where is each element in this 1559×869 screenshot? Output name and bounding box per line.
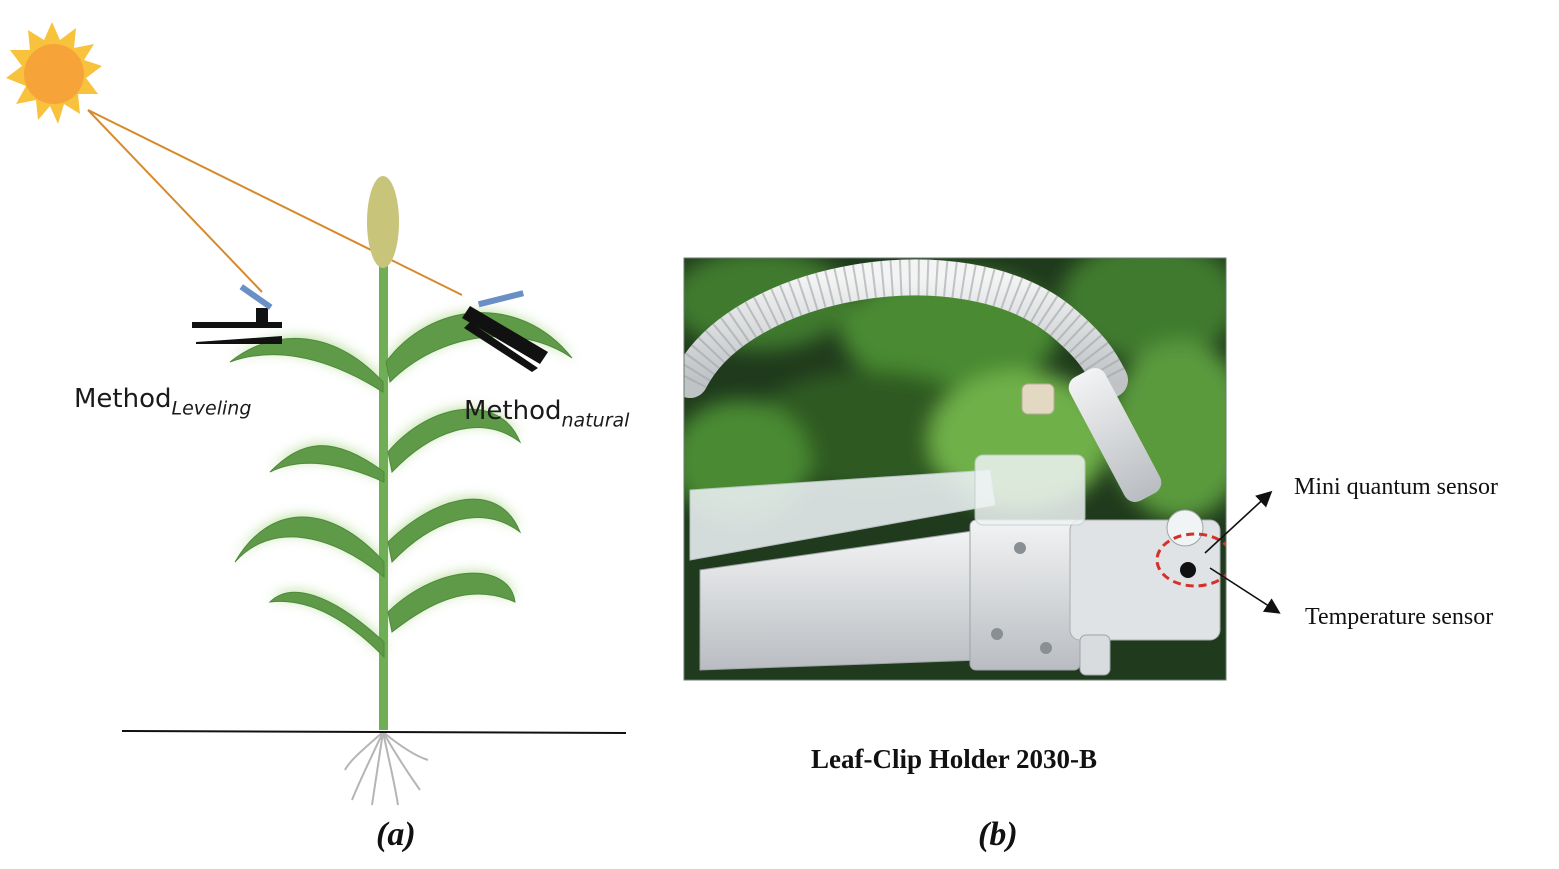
plant-leaf xyxy=(229,337,384,393)
leveling-clip-icon xyxy=(192,284,282,344)
plant-leaf xyxy=(387,498,522,564)
sunray-to-leveling xyxy=(87,109,263,293)
sunray-to-natural xyxy=(87,109,463,296)
sun-core xyxy=(24,44,84,104)
plant-leaf xyxy=(269,445,385,483)
method-natural-label: Methodnatural xyxy=(464,396,629,432)
temperature-sensor-label: Temperature sensor xyxy=(1305,604,1494,630)
method-natural-base: Method xyxy=(464,396,562,426)
natural-clip-icon xyxy=(462,290,548,372)
photo-frame xyxy=(683,257,1227,681)
mini-quantum-sensor-label: Mini quantum sensor xyxy=(1294,474,1498,500)
plant-leaf xyxy=(385,312,573,384)
ground-line xyxy=(121,730,627,734)
arrow-quantum-sensor xyxy=(1204,490,1273,554)
plant-illustration xyxy=(229,176,575,806)
panel-a-label: (a) xyxy=(376,816,416,853)
method-natural-sub: natural xyxy=(561,409,630,432)
method-leveling-sub: Leveling xyxy=(171,397,252,420)
method-leveling-label: MethodLeveling xyxy=(74,384,251,420)
panel-b-label: (b) xyxy=(978,816,1018,853)
arrow-temperature-sensor xyxy=(1209,567,1281,614)
flexible-hose xyxy=(684,259,1128,398)
plant-leaf xyxy=(387,572,516,633)
plant-leaf xyxy=(387,408,522,474)
method-leveling-base: Method xyxy=(74,384,172,414)
plant-roots xyxy=(344,731,429,806)
plant-tassel xyxy=(367,176,399,268)
plant-leaf xyxy=(234,516,385,579)
plant-stem xyxy=(379,255,388,730)
leaf-clip-photo xyxy=(684,258,1226,680)
sun-icon xyxy=(6,22,102,124)
leaf-clip-caption: Leaf-Clip Holder 2030-B xyxy=(811,744,1097,774)
plant-leaf xyxy=(268,591,385,659)
